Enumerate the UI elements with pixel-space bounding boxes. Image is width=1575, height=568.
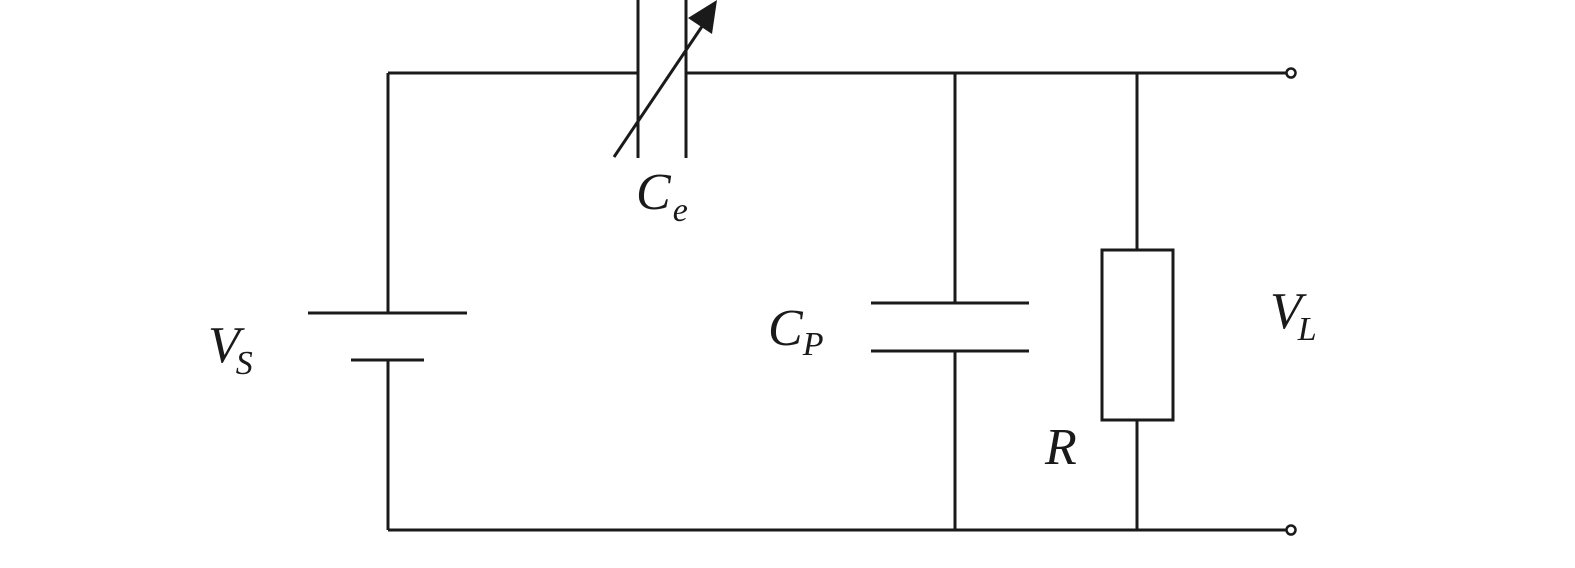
label-vl-sub: L (1297, 311, 1317, 348)
label-r: R (1044, 419, 1077, 476)
label-ce-sub: e (673, 192, 688, 229)
output-terminals (1285, 67, 1297, 536)
parallel-capacitor-cp (871, 301, 1029, 353)
ce-arrow-head (688, 0, 717, 34)
label-vs-sub: S (236, 345, 253, 382)
terminal-bottom (1285, 524, 1297, 536)
wires (386, 71, 1287, 532)
label-cp: CP (768, 300, 823, 363)
ce-arrow-shaft (612, 21, 707, 158)
label-cp-sub: P (802, 326, 824, 363)
dc-source (308, 311, 467, 362)
label-vs-main: V (208, 317, 245, 374)
variable-capacitor-ce (612, 0, 717, 158)
label-ce-main: C (636, 164, 672, 221)
label-vl: VL (1270, 283, 1317, 348)
label-ce: Ce (636, 164, 688, 229)
terminal-top (1285, 67, 1297, 79)
label-cp-main: C (768, 300, 804, 357)
label-vl-main: V (1270, 283, 1307, 340)
label-vs: VS (208, 317, 253, 382)
resistor-body (1100, 248, 1175, 422)
